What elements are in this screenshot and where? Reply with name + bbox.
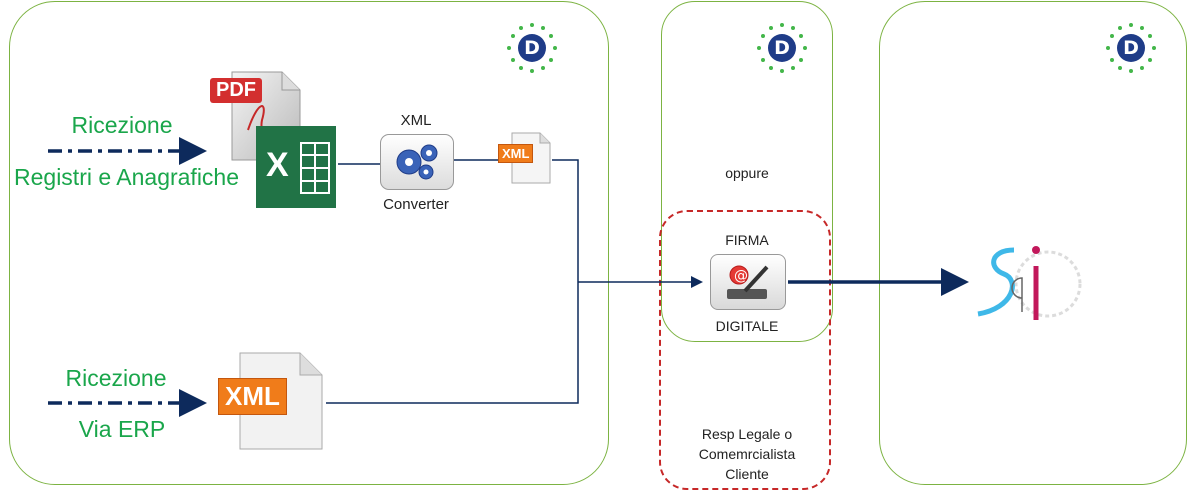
xml-to-merge-line	[552, 159, 579, 282]
reception-registers-title: Ricezione	[71, 112, 173, 138]
excel-icon: X	[256, 126, 336, 208]
brand-logo-left: D	[506, 22, 558, 74]
excel-grid-icon	[300, 142, 330, 194]
converter-bottom-label: Converter	[383, 196, 449, 213]
digital-signature-icon: @	[710, 254, 786, 310]
excel-letter: X	[266, 146, 289, 184]
dot-ring-icon	[757, 23, 807, 73]
logo-letter: D	[1117, 34, 1145, 62]
logo-letter: D	[768, 34, 796, 62]
signature-bottom-label: DIGITALE	[715, 318, 779, 334]
reception-erp-title: Ricezione	[65, 365, 167, 391]
middle-panel	[661, 1, 833, 342]
erp-xml-to-merge-line	[326, 282, 579, 404]
gears-icon	[380, 134, 454, 190]
brand-logo-middle: D	[756, 22, 808, 74]
xml-small-badge: XML	[498, 144, 534, 163]
digital-signature-dashed-box	[659, 210, 831, 490]
pdf-badge: PDF	[210, 78, 262, 103]
svg-text:@: @	[734, 268, 748, 284]
logo-letter: D	[518, 34, 546, 62]
signer-line-3: Cliente	[725, 466, 769, 482]
xml-file-small-icon: XML	[498, 132, 552, 184]
signature-top-label: FIRMA	[725, 232, 769, 248]
left-panel	[9, 1, 609, 485]
reception-registers-subtitle: Registri e Anagrafiche	[14, 164, 240, 190]
right-panel	[879, 1, 1187, 485]
converter-top-label: XML	[400, 112, 432, 129]
signer-line-2: Comemrcialista	[698, 446, 796, 462]
signer-line-1: Resp Legale o	[701, 426, 793, 442]
sdi-logo	[970, 238, 1088, 332]
xml-large-badge: XML	[218, 378, 287, 415]
brand-logo-right: D	[1105, 22, 1157, 74]
xml-file-large-icon: XML	[218, 352, 324, 450]
or-label: oppure	[725, 165, 769, 181]
dot-ring-icon	[507, 23, 557, 73]
reception-erp-subtitle: Via ERP	[78, 416, 166, 442]
dot-ring-icon	[1106, 23, 1156, 73]
